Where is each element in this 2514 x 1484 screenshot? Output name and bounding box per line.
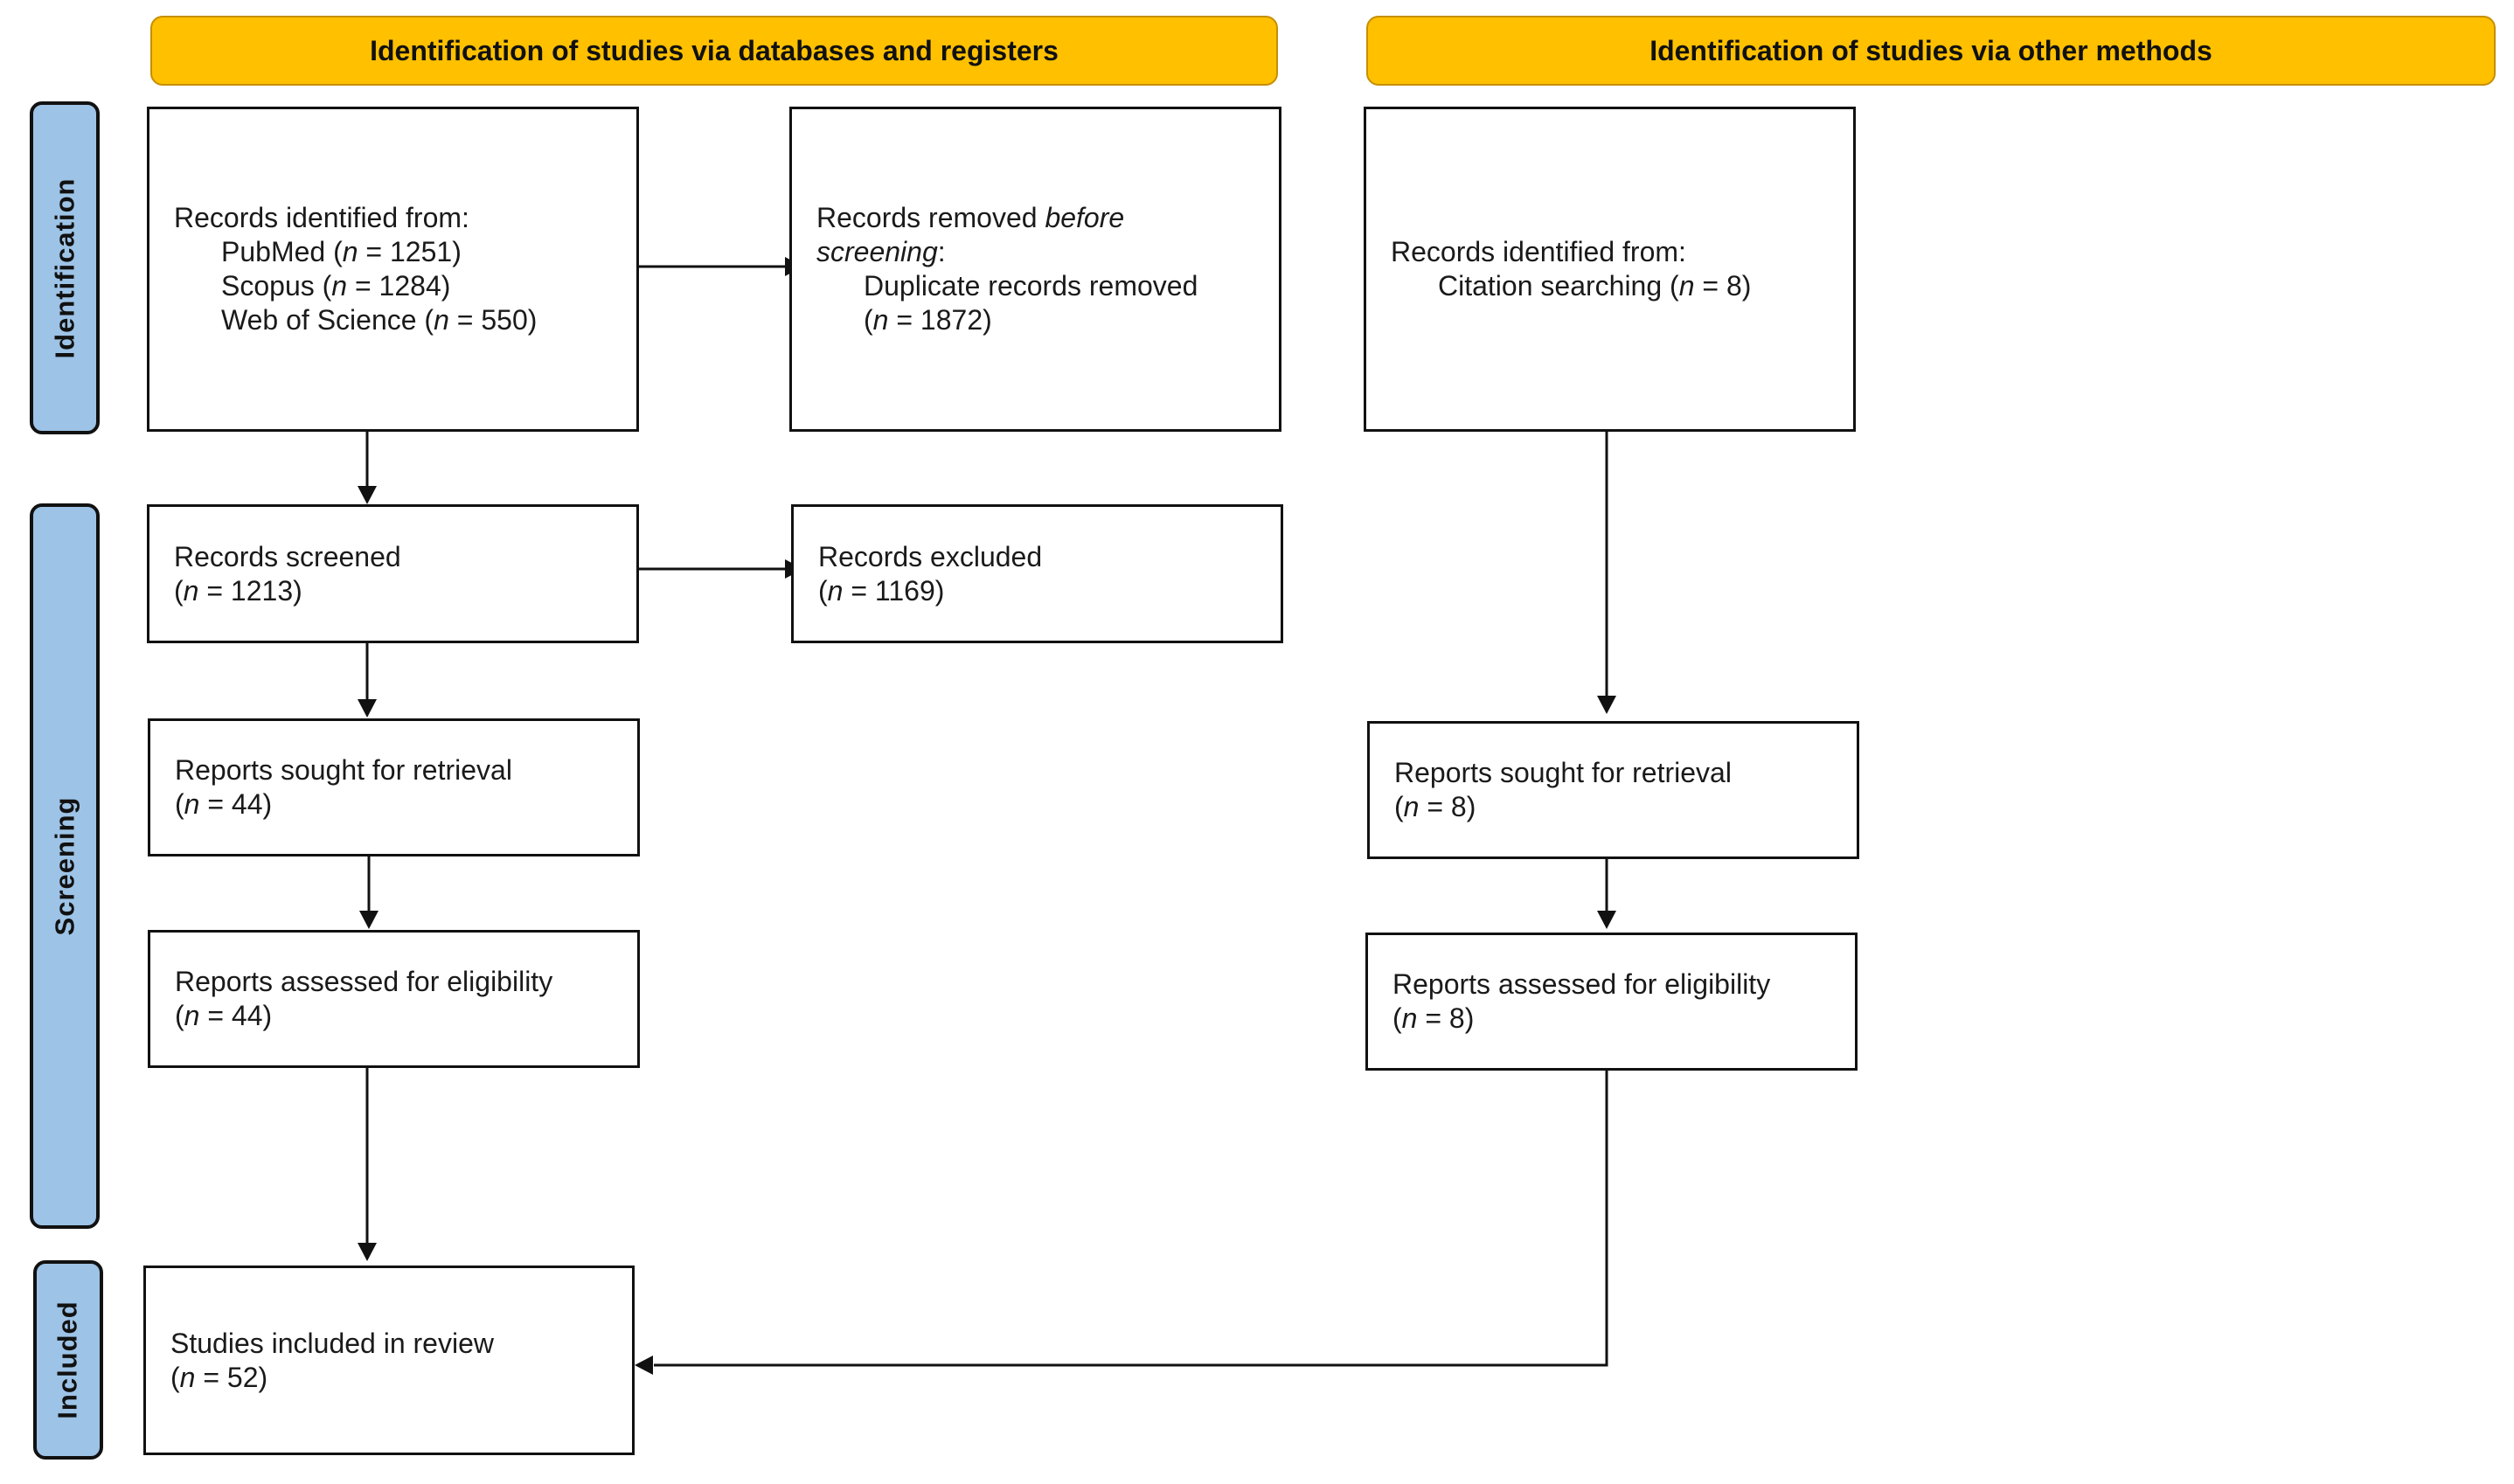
header-other-methods: Identification of studies via other meth… — [1366, 16, 2496, 86]
records-screened-count: (n = 1213) — [174, 574, 302, 607]
phase-screening: Screening — [30, 503, 100, 1229]
box-studies-included: Studies included in review (n = 52) — [143, 1266, 635, 1455]
phase-included: Included — [33, 1260, 103, 1460]
reports-sought-title: Reports sought for retrieval — [175, 754, 512, 786]
reports-sought-count: (n = 44) — [175, 788, 273, 820]
source-citation-searching: Citation searching (n = 8) — [1438, 270, 1752, 302]
records-removed-title: Records removed before — [816, 202, 1125, 233]
other-reports-sought-title: Reports sought for retrieval — [1394, 757, 1732, 788]
box-reports-assessed: Reports assessed for eligibility (n = 44… — [148, 930, 640, 1068]
phase-included-label: Included — [52, 1300, 84, 1419]
source-web-of-science: Web of Science (n = 550) — [221, 304, 538, 336]
other-records-identified-title: Records identified from: — [1391, 236, 1686, 267]
reports-assessed-title: Reports assessed for eligibility — [175, 966, 553, 997]
duplicates-removed: Duplicate records removed — [864, 270, 1198, 302]
box-other-reports-assessed: Reports assessed for eligibility (n = 8) — [1365, 933, 1858, 1071]
records-excluded-count: (n = 1169) — [818, 574, 945, 607]
phase-screening-label: Screening — [49, 796, 80, 936]
records-identified-title: Records identified from: — [174, 202, 469, 233]
records-excluded-title: Records excluded — [818, 540, 1043, 572]
phase-identification-label: Identification — [49, 177, 80, 358]
other-reports-assessed-count: (n = 8) — [1392, 1002, 1475, 1034]
duplicates-removed-count: (n = 1872) — [864, 304, 992, 336]
studies-included-title: Studies included in review — [170, 1327, 494, 1359]
box-other-reports-sought: Reports sought for retrieval (n = 8) — [1367, 721, 1859, 859]
arrow-other-assessed-to-included — [654, 1071, 1608, 1367]
box-records-removed: Records removed before screening: Duplic… — [789, 107, 1281, 432]
header-databases: Identification of studies via databases … — [150, 16, 1278, 86]
box-records-excluded: Records excluded (n = 1169) — [791, 504, 1283, 643]
records-screened-title: Records screened — [174, 540, 401, 572]
box-records-screened: Records screened (n = 1213) — [147, 504, 639, 643]
other-reports-sought-count: (n = 8) — [1394, 791, 1476, 822]
other-reports-assessed-title: Reports assessed for eligibility — [1392, 968, 1771, 1000]
studies-included-count: (n = 52) — [170, 1361, 268, 1393]
source-pubmed: PubMed (n = 1251) — [221, 236, 462, 267]
box-other-records-identified: Records identified from: Citation search… — [1364, 107, 1856, 432]
source-scopus: Scopus (n = 1284) — [221, 270, 451, 302]
reports-assessed-count: (n = 44) — [175, 1000, 273, 1031]
phase-identification: Identification — [30, 101, 100, 434]
box-reports-sought: Reports sought for retrieval (n = 44) — [148, 718, 640, 856]
records-removed-title-2: screening: — [816, 236, 946, 267]
box-records-identified: Records identified from: PubMed (n = 125… — [147, 107, 639, 432]
